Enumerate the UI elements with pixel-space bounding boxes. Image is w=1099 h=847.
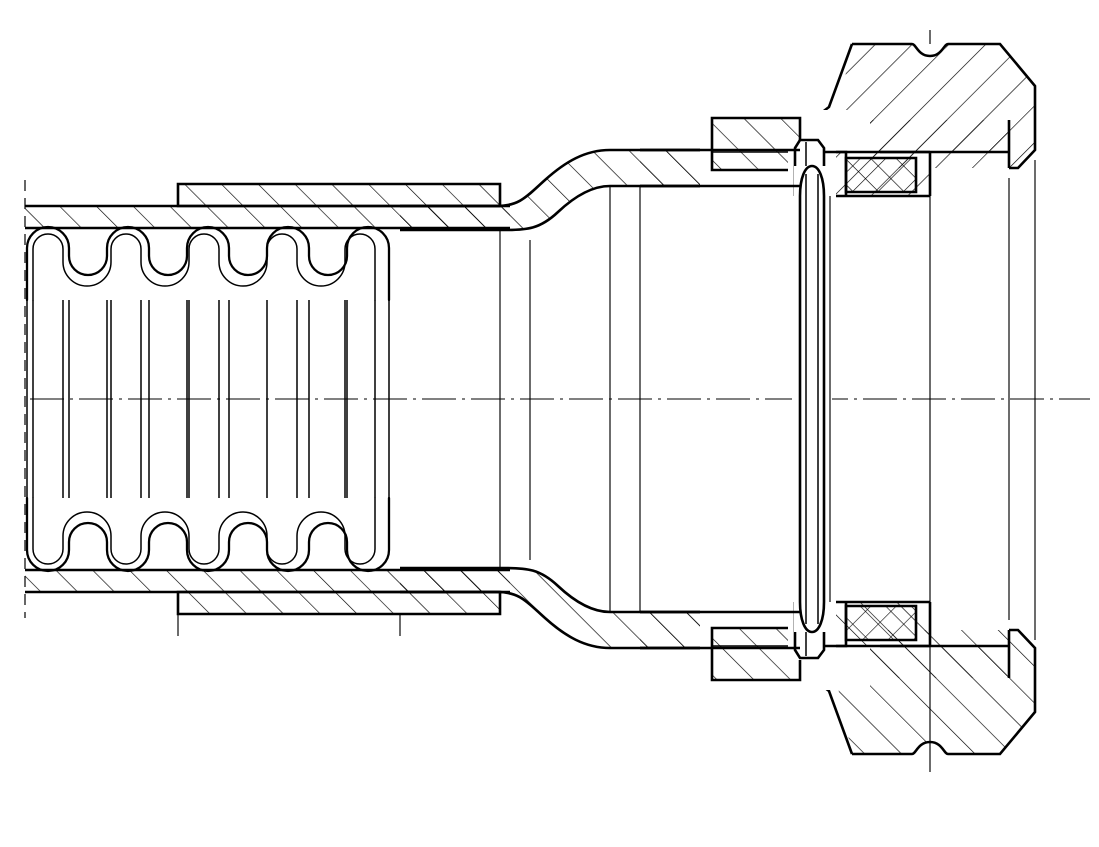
ferrule-collar-top: [176, 182, 502, 208]
ferrule-collar-bottom: [176, 590, 502, 616]
bellows-top-ply-inner: [32, 233, 376, 301]
union-nut-bottom-detail: [700, 598, 1099, 800]
bellows-sidewalls: [26, 300, 390, 498]
flared-lip-final: [794, 164, 828, 634]
extension-lines: [177, 30, 931, 772]
bellows-bottom-ply-inner: [32, 497, 376, 565]
seam-lines: [25, 205, 510, 593]
union-nut-top-detail: [700, 30, 1099, 200]
nipple-outline-final: [640, 148, 1036, 650]
